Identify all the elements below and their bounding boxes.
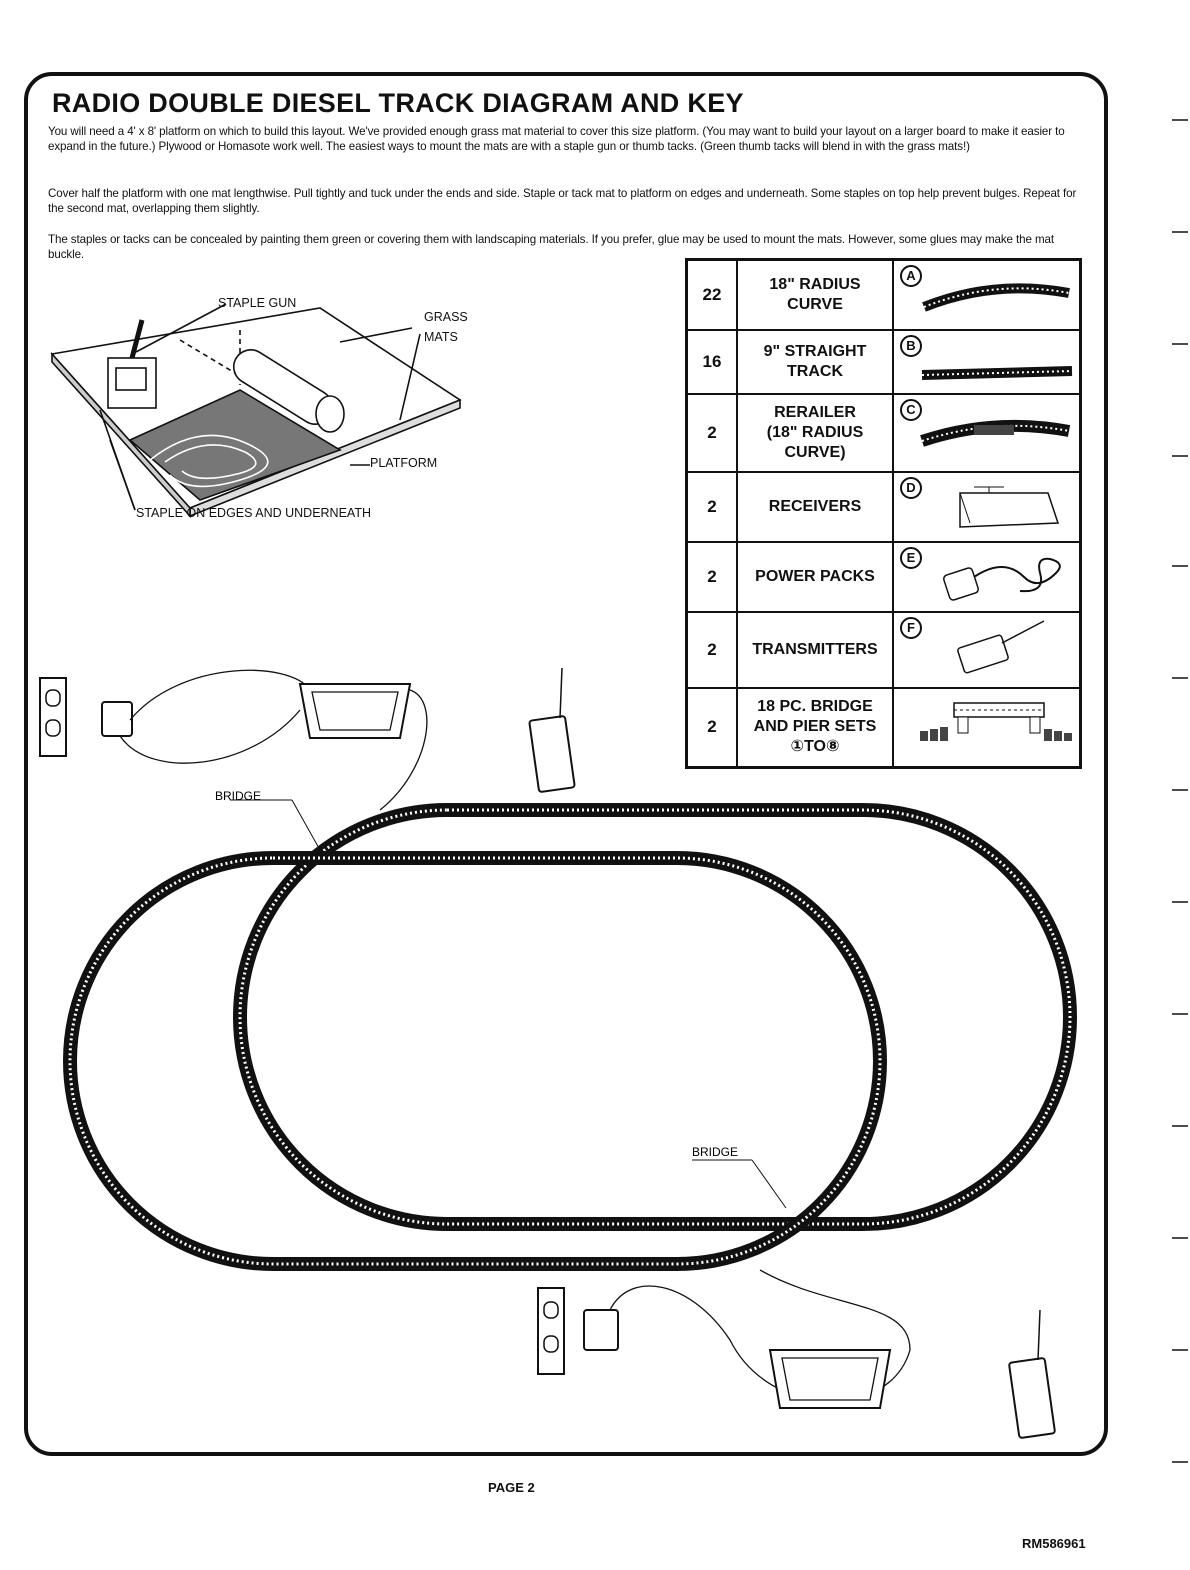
page-number: PAGE 2 bbox=[488, 1480, 535, 1495]
key-name: TRANSMITTERS bbox=[736, 610, 894, 689]
receiver-icon bbox=[959, 486, 1060, 528]
grass-mats-label-2: MATS bbox=[424, 330, 458, 344]
grass-mats-label-1: GRASS bbox=[424, 310, 468, 324]
margin-ticks bbox=[1172, 119, 1188, 1463]
key-name-line: (18" RADIUS bbox=[766, 423, 864, 441]
bridge-label-top: BRIDGE bbox=[215, 789, 261, 803]
key-name-line: 9" STRAIGHT bbox=[763, 342, 867, 360]
key-row: 2 POWER PACKS E bbox=[685, 540, 1082, 613]
key-qty: 2 bbox=[685, 540, 738, 613]
key-name-line: CURVE) bbox=[784, 443, 846, 461]
key-picture: A bbox=[892, 258, 1082, 331]
key-letter: E bbox=[900, 546, 922, 569]
curved-track-icon bbox=[922, 283, 1070, 312]
key-qty: 2 bbox=[685, 686, 738, 769]
intro-paragraph: You will need a 4' x 8' platform on whic… bbox=[48, 125, 1065, 153]
platform-label: PLATFORM bbox=[370, 456, 438, 470]
key-letter: C bbox=[900, 398, 922, 421]
track-layout-drawing: BRIDGE BRIDGE bbox=[39, 667, 1077, 1439]
staple-gun-label: STAPLE GUN bbox=[218, 296, 297, 310]
power-pack-icon bbox=[943, 557, 1061, 601]
track-layout-diagram: BRIDGE BRIDGE bbox=[30, 660, 1120, 1460]
transmitter-icon bbox=[957, 619, 1045, 673]
key-picture: D bbox=[892, 470, 1082, 543]
key-name-line: TRANSMITTERS bbox=[752, 640, 878, 658]
key-name-line: RERAILER bbox=[774, 403, 856, 421]
key-picture bbox=[892, 686, 1082, 769]
key-row: 2 TRANSMITTERS F bbox=[685, 610, 1082, 689]
document-code: RM586961 bbox=[1022, 1536, 1086, 1551]
key-name: POWER PACKS bbox=[736, 540, 894, 613]
page-border bbox=[24, 72, 1108, 1456]
platform-illustration: STAPLE GUN GRASS MATS PLATFORM STAPLE ON… bbox=[40, 290, 500, 530]
bridge-label-bottom: BRIDGE bbox=[692, 1145, 738, 1159]
key-name-line: CURVE bbox=[787, 295, 843, 313]
key-name-line: TRACK bbox=[787, 362, 843, 380]
key-name-line: 18 PC. BRIDGE bbox=[757, 698, 873, 716]
key-row: 2 RECEIVERS D bbox=[685, 470, 1082, 543]
staple-edges-label: STAPLE ON EDGES AND UNDERNEATH bbox=[136, 506, 371, 520]
key-name: 18" RADIUS CURVE bbox=[736, 258, 894, 331]
staple-paragraph: The staples or tacks can be concealed by… bbox=[48, 233, 1054, 261]
parts-key-table: 22 18" RADIUS CURVE A 16 9" STRAIGHT TRA… bbox=[685, 258, 1082, 769]
key-letter: A bbox=[900, 265, 922, 287]
key-qty: 22 bbox=[685, 258, 738, 331]
key-name: RERAILER (18" RADIUS CURVE) bbox=[736, 392, 894, 473]
key-name-line: ①TO⑧ bbox=[790, 738, 840, 756]
key-letter: D bbox=[900, 476, 922, 499]
page-title: RADIO DOUBLE DIESEL TRACK DIAGRAM AND KE… bbox=[52, 88, 744, 118]
key-name-line: RECEIVERS bbox=[768, 497, 862, 515]
key-qty: 16 bbox=[685, 328, 738, 395]
key-picture: E bbox=[892, 540, 1082, 613]
key-row: 16 9" STRAIGHT TRACK B bbox=[685, 328, 1082, 395]
key-qty: 2 bbox=[685, 392, 738, 473]
mat-paragraph: Cover half the platform with one mat len… bbox=[48, 187, 1077, 215]
key-name: 18 PC. BRIDGE AND PIER SETS ①TO⑧ bbox=[736, 686, 894, 769]
key-row: 22 18" RADIUS CURVE A bbox=[685, 258, 1082, 331]
key-row: 2 RERAILER (18" RADIUS CURVE) C bbox=[685, 392, 1082, 473]
key-picture: F bbox=[892, 610, 1082, 689]
key-row: 2 18 PC. BRIDGE AND PIER SETS ①TO⑧ bbox=[685, 686, 1082, 769]
key-qty: 2 bbox=[685, 610, 738, 689]
rerailer-icon bbox=[920, 419, 1071, 447]
key-name-line: 18" RADIUS bbox=[769, 275, 861, 293]
key-picture: B bbox=[892, 328, 1082, 395]
key-letter: B bbox=[900, 334, 922, 357]
key-name-line: POWER PACKS bbox=[755, 567, 875, 585]
platform-drawing bbox=[50, 303, 462, 519]
key-qty: 2 bbox=[685, 470, 738, 543]
key-name: 9" STRAIGHT TRACK bbox=[736, 328, 894, 395]
key-picture: C bbox=[892, 392, 1082, 473]
straight-track-icon bbox=[921, 365, 1073, 380]
key-name-line: AND PIER SETS bbox=[753, 718, 877, 736]
key-letter: F bbox=[900, 616, 922, 639]
key-name: RECEIVERS bbox=[736, 470, 894, 543]
bridge-pier-icon bbox=[920, 701, 1072, 741]
